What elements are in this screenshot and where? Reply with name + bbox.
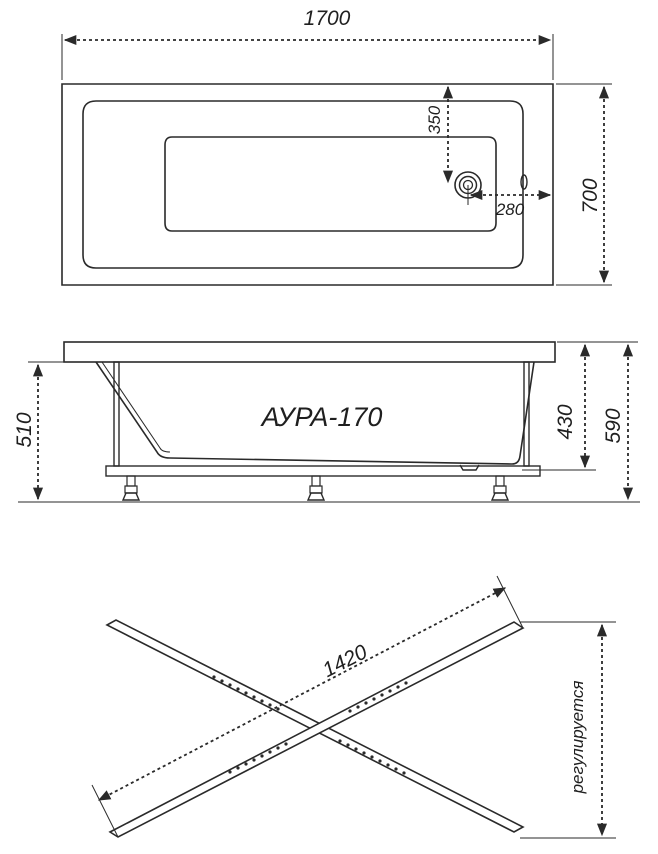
tub-inner-basin [82,100,524,269]
side-tub-body [95,361,535,465]
overflow-hole [520,174,528,190]
height-right-label: 590 [602,408,625,443]
frame-length-label: 1420 [319,640,371,682]
side-drain [459,464,480,471]
tub-flat-bottom [164,136,497,232]
drain-offset-y-label: 350 [425,105,444,134]
frame-length-dimension-line [97,587,507,801]
drain-offset-x-label: 280 [495,200,525,219]
adjustable-label: регулируется [568,681,587,795]
middle-foot [306,475,326,501]
base-frame-bar [105,465,541,477]
length-dimension-label: 1700 [304,7,351,30]
side-rim [63,341,556,363]
left-foot [121,475,141,501]
frame-view: 1420 регулируется [91,575,616,839]
side-view: АУРА-170 510 430 590 [13,341,640,503]
model-label: АУРА-170 [260,402,383,432]
left-support-post [113,361,120,467]
top-view: 1700 700 350 280 [61,7,612,286]
depth-label: 430 [554,404,577,439]
height-left-label: 510 [13,412,36,447]
width-dimension-label: 700 [579,178,602,213]
right-foot [490,475,510,501]
tub-outer-rim [61,83,554,286]
